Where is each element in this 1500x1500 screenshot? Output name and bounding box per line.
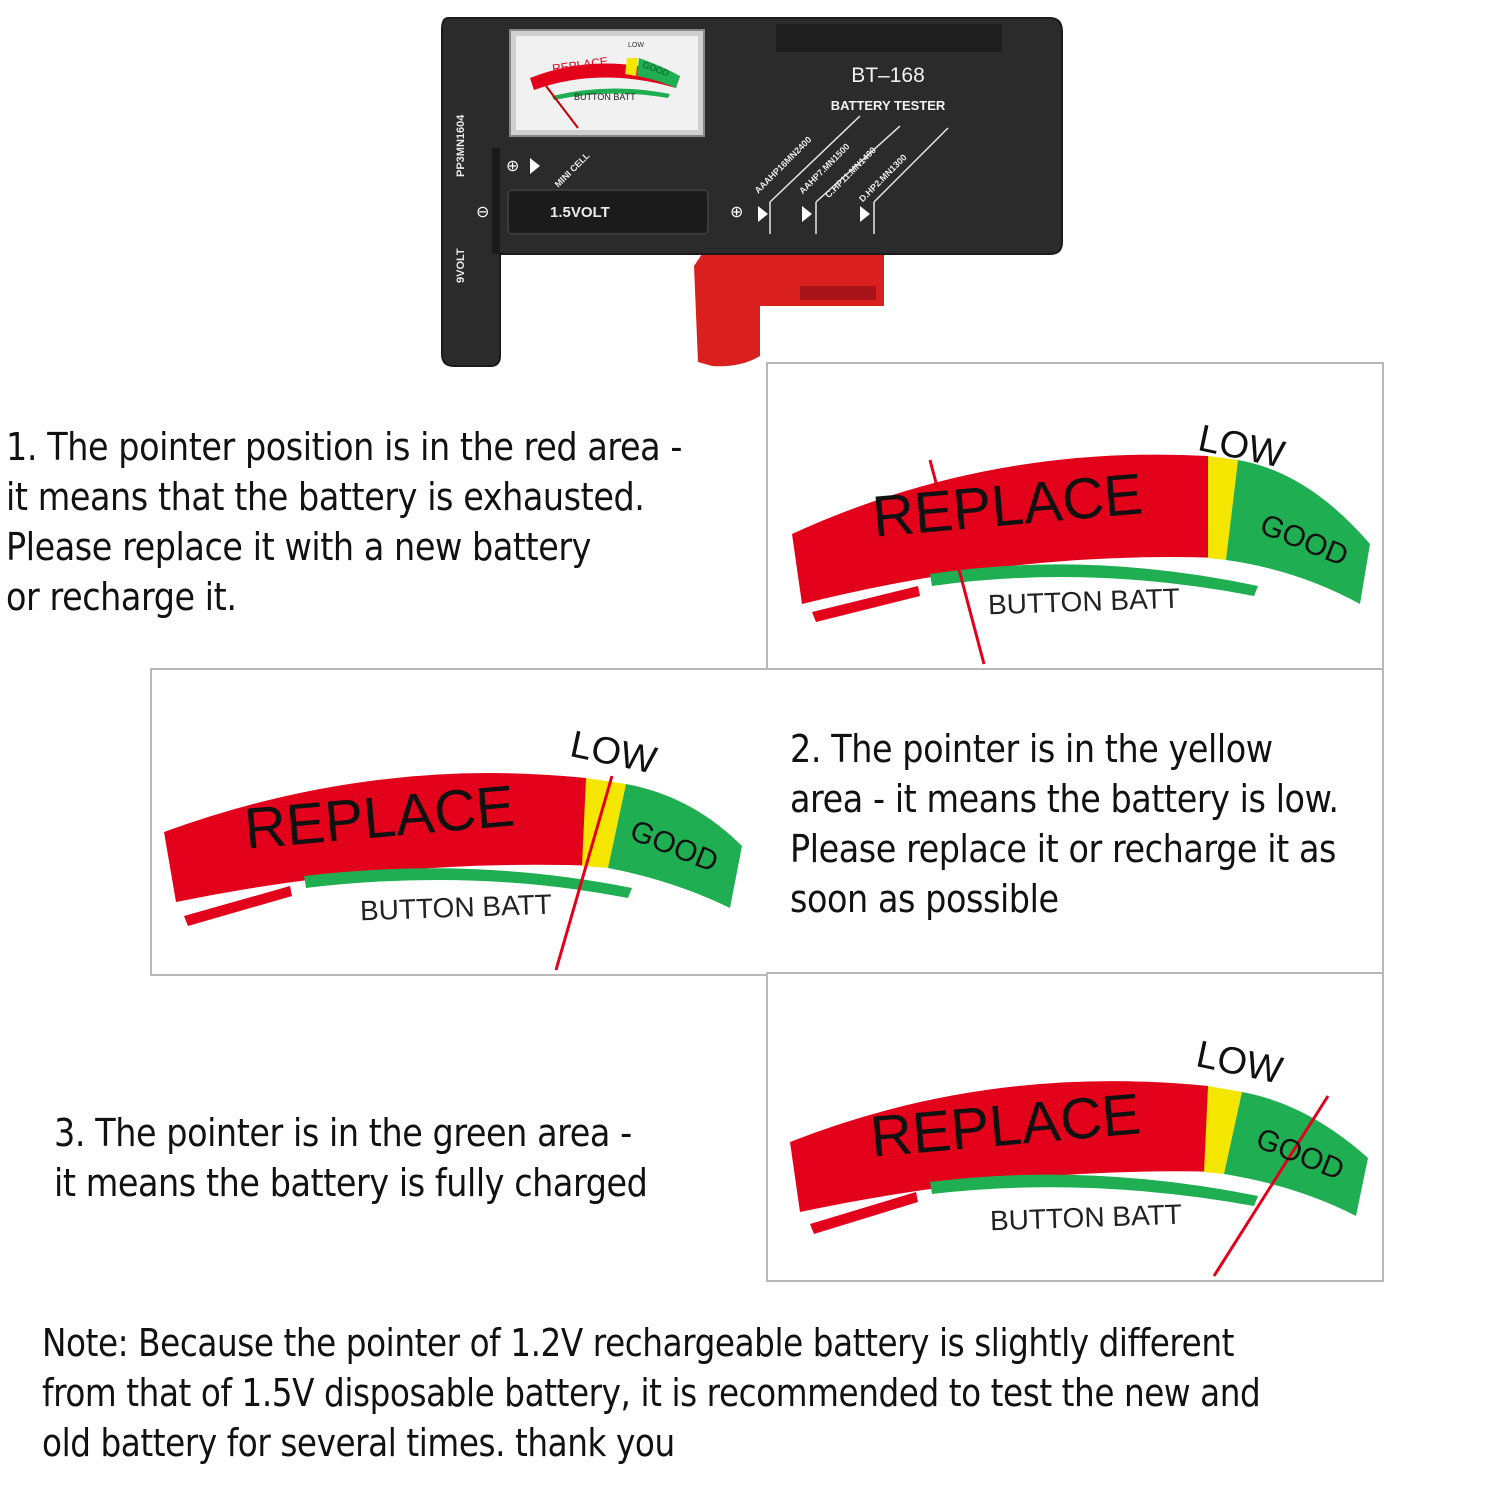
terminal-arrows — [530, 158, 870, 222]
battery-slot[interactable] — [507, 189, 709, 235]
instruction-yellow: 2. The pointer is in the yellow area - i… — [790, 727, 1339, 921]
plus-symbol-slot: ⊕ — [730, 202, 744, 221]
slot-label: 1.5VOLT — [550, 204, 610, 221]
gauge-button-label: BUTTON BATT — [359, 888, 553, 927]
gauge-panel-red: REPLACE LOW GOOD BUTTON BATT — [766, 362, 1384, 670]
plus-symbol-mini: ⊕ — [506, 156, 520, 175]
meter-button-label: BUTTON BATT — [574, 92, 636, 102]
gauge-panel-yellow: REPLACE LOW GOOD BUTTON BATT — [150, 668, 768, 976]
gauge-illustration-red — [792, 454, 1370, 665]
vent-grille — [776, 24, 1002, 52]
note-text: Note: Because the pointer of 1.2V rechar… — [42, 1321, 1261, 1465]
battery-tester-device: BT–168 BATTERY TESTER 1.5VOLT MINI CELL … — [440, 16, 1064, 368]
side-label-right: PP3MN1604 — [455, 114, 467, 177]
meter-low-label: LOW — [628, 42, 644, 49]
minus-symbol-slot: ⊖ — [476, 202, 490, 221]
side-label-left: 9VOLT — [455, 248, 467, 283]
device-name: BATTERY TESTER — [830, 98, 946, 113]
red-slider[interactable] — [694, 254, 884, 367]
gauge-button-label: BUTTON BATT — [987, 582, 1181, 621]
instruction-red: 1. The pointer position is in the red ar… — [6, 425, 682, 619]
device-model: BT–168 — [851, 64, 925, 87]
meter-window — [509, 29, 705, 137]
instruction-panel-yellow — [766, 668, 1384, 976]
gauge-illustration-green — [790, 1081, 1368, 1277]
instruction-green: 3. The pointer is in the green area - it… — [54, 1111, 648, 1205]
gauge-button-label: BUTTON BATT — [989, 1198, 1183, 1237]
gauge-illustration-yellow — [164, 773, 742, 971]
gauge-panel-green: REPLACE LOW GOOD BUTTON BATT — [766, 972, 1384, 1282]
size-guide-lines — [769, 115, 949, 234]
